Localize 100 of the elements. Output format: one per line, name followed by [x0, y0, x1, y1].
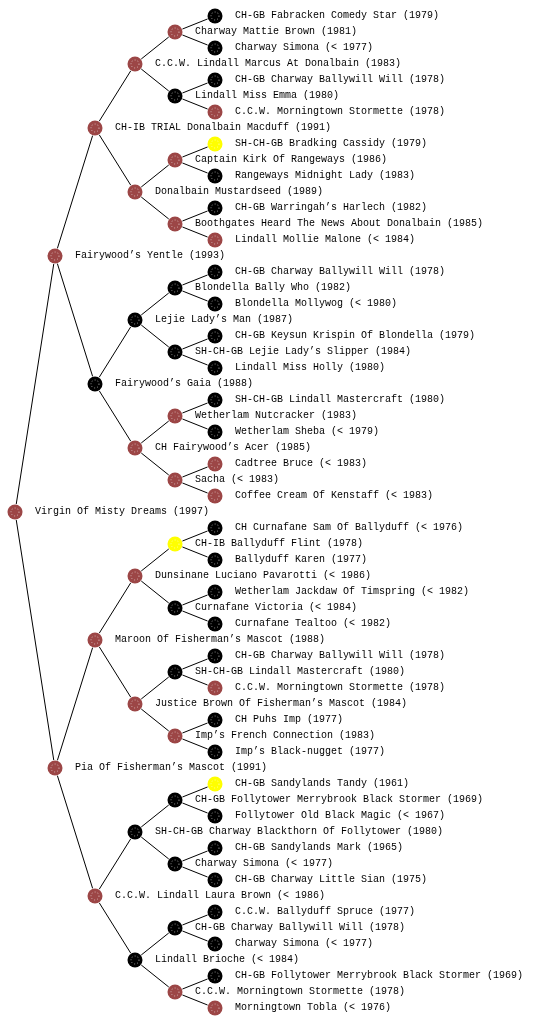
dog-name: Lindall Miss Emma (1980) [195, 90, 340, 102]
dog-name: Pia Of Fisherman’s Mascot (1991) [75, 762, 268, 774]
pedigree-line [181, 98, 209, 110]
pedigree-line [181, 402, 209, 414]
pedigree-line [98, 134, 132, 186]
dog-name: CH-GB Keysun Krispin Of Blondella (1979) [235, 330, 476, 342]
pedigree-line [181, 210, 209, 222]
dog-name: Imp’s Black-nugget (1977) [235, 746, 386, 758]
pedigree-line [181, 994, 209, 1006]
pedigree-line [140, 324, 170, 348]
dog-name: SH-CH-GB Lindall Mastercraft (1980) [195, 666, 406, 678]
dog-name: Dunsinane Luciano Pavarotti (< 1986) [155, 570, 372, 582]
pedigree-line [181, 418, 209, 430]
pedigree-line [181, 610, 209, 622]
pedigree-line [181, 786, 209, 798]
dog-name: Fairywood’s Gaia (1988) [115, 378, 254, 390]
dog-name: C.C.W. Morningtown Stormette (1978) [235, 106, 446, 118]
pedigree-line [98, 390, 132, 442]
pedigree-line [181, 162, 209, 174]
dog-name: C.C.W. Lindall Marcus At Donalbain (1983) [155, 58, 402, 70]
pedigree-line [181, 930, 209, 942]
pedigree-line [181, 738, 209, 750]
dog-name: CH-GB Charway Ballywill Will (1978) [235, 74, 446, 86]
dog-name: CH-GB Follytower Merrybrook Black Stormer (1969) [235, 970, 524, 982]
dog-name: Boothgates Heard The News About Donalbain (1985) [195, 218, 484, 230]
dog-name: Rangeways Midnight Lady (1983) [235, 170, 416, 182]
pedigree-line [140, 452, 170, 476]
dog-name: CH-GB Follytower Merrybrook Black Stormer (1969) [195, 794, 484, 806]
dog-name: C.C.W. Lindall Laura Brown (< 1986) [115, 890, 326, 902]
pedigree-line [98, 646, 132, 698]
pedigree-line [98, 902, 132, 954]
pedigree-line [181, 978, 209, 990]
dog-name: CH-GB Charway Ballywill Will (1978) [235, 650, 446, 662]
pedigree-line [181, 354, 209, 366]
pedigree-line [15, 519, 55, 761]
pedigree-line [181, 18, 209, 30]
dog-name: Wetherlam Nutcracker (1983) [195, 410, 358, 422]
dog-name: Fairywood’s Yentle (1993) [75, 250, 226, 262]
dog-name: Coffee Cream Of Kenstaff (< 1983) [235, 490, 434, 502]
pedigree-line [140, 932, 170, 956]
dog-name: CH-GB Sandylands Tandy (1961) [235, 778, 410, 790]
dog-name: Virgin Of Misty Dreams (1997) [35, 506, 210, 518]
dog-name: Charway Simona (< 1977) [235, 938, 374, 950]
pedigree-line [181, 850, 209, 862]
dog-name: CH-IB Ballyduff Flint (1978) [195, 538, 364, 550]
pedigree-line [56, 775, 94, 889]
pedigree-line [140, 420, 170, 444]
dog-name: Blondella Bally Who (1982) [195, 282, 352, 294]
dog-name: Curnafane Tealtoo (< 1982) [235, 618, 392, 630]
dog-name: Lindall Mollie Malone (< 1984) [235, 234, 416, 246]
dog-name: Cadtree Bruce (< 1983) [235, 458, 368, 470]
dog-name: SH-CH-GB Lindall Mastercraft (1980) [235, 394, 446, 406]
pedigree-line [181, 674, 209, 686]
dog-name: C.C.W. Morningtown Stormette (1978) [235, 682, 446, 694]
pedigree-line [140, 36, 170, 60]
dog-name: SH-CH-GB Lejie Lady’s Slipper (1984) [195, 346, 412, 358]
dog-name: Charway Mattie Brown (1981) [195, 26, 358, 38]
dog-name: CH-IB TRIAL Donalbain Macduff (1991) [115, 122, 332, 134]
dog-name: Morningtown Tobla (< 1976) [235, 1002, 392, 1014]
dog-name: Blondella Mollywog (< 1980) [235, 298, 398, 310]
dog-name: Lindall Brioche (< 1984) [155, 954, 300, 966]
dog-name: Ballyduff Karen (1977) [235, 554, 368, 566]
dog-name: Wetherlam Sheba (< 1979) [235, 426, 380, 438]
dog-name: Lindall Miss Holly (1980) [235, 362, 386, 374]
pedigree-line [140, 292, 170, 316]
pedigree-line [140, 836, 170, 860]
pedigree-line [140, 164, 170, 188]
pedigree-line [181, 290, 209, 302]
dog-name: CH-GB Charway Ballywill Will (1978) [195, 922, 406, 934]
dog-name: CH-GB Warringah’s Harlech (1982) [235, 202, 428, 214]
pedigree-line [98, 582, 132, 634]
pedigree-line [140, 804, 170, 828]
pedigree-line [181, 594, 209, 606]
dog-name: Sacha (< 1983) [195, 474, 279, 486]
dog-name: CH-GB Charway Little Sian (1975) [235, 874, 428, 886]
dog-name: CH-GB Sandylands Mark (1965) [235, 842, 404, 854]
dog-name: CH Fairywood’s Acer (1985) [155, 442, 312, 454]
dog-name: Follytower Old Black Magic (< 1967) [235, 810, 446, 822]
pedigree-line [181, 482, 209, 494]
dog-name: Lejie Lady’s Man (1987) [155, 314, 294, 326]
pedigree-line [15, 263, 55, 505]
pedigree-line [56, 647, 94, 761]
pedigree-line [140, 68, 170, 92]
pedigree-line [140, 708, 170, 732]
dog-name: CH Curnafane Sam Of Ballyduff (< 1976) [235, 522, 464, 534]
pedigree-line [140, 676, 170, 700]
pedigree-line [140, 196, 170, 220]
dog-name: SH-CH-GB Charway Blackthorn Of Follytower (1980) [155, 826, 444, 838]
dog-name: CH-GB Charway Ballywill Will (1978) [235, 266, 446, 278]
dog-name: Captain Kirk Of Rangeways (1986) [195, 154, 388, 166]
pedigree-line [181, 914, 209, 926]
pedigree-line [56, 263, 94, 377]
dog-name: CH Puhs Imp (1977) [235, 714, 344, 726]
pedigree-line [181, 226, 209, 238]
pedigree-line [181, 802, 209, 814]
pedigree-line [181, 338, 209, 350]
pedigree-line [140, 548, 170, 572]
pedigree-line [56, 135, 94, 249]
dog-name: C.C.W. Ballyduff Spruce (1977) [235, 906, 416, 918]
pedigree-line [181, 82, 209, 94]
